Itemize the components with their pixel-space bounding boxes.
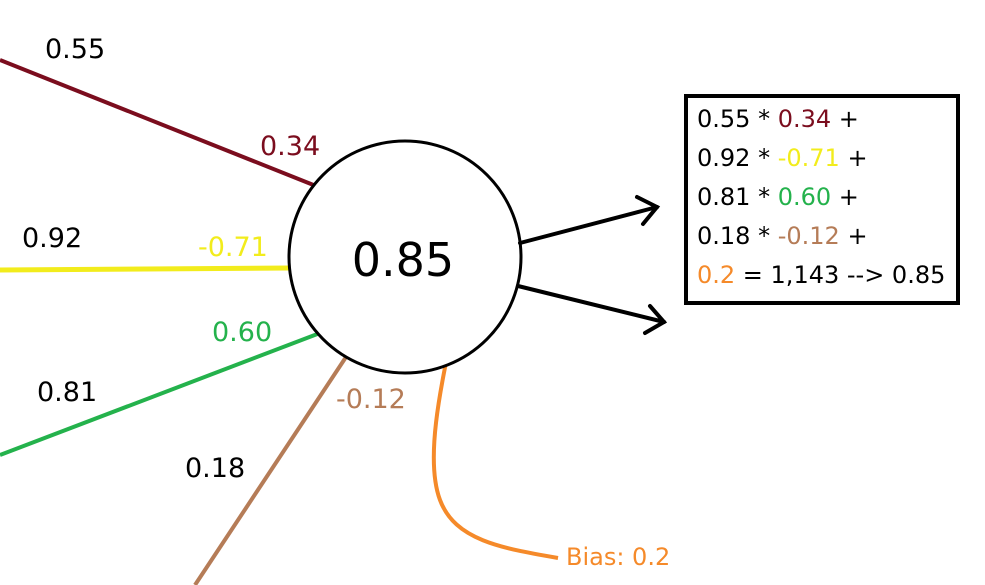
input-value-4: 0.18	[185, 453, 245, 484]
edge-input-3	[0, 331, 321, 457]
formula-line-2: 0.92 * -0.71 +	[697, 144, 868, 172]
input-value-1: 0.55	[45, 34, 105, 65]
bias-curve	[431, 323, 559, 560]
edge-input-2	[0, 265, 291, 273]
output-arrow-2	[516, 284, 668, 335]
weight-label-4: -0.12	[336, 384, 406, 415]
output-arrow-1	[518, 195, 661, 245]
formula-line-4: 0.18 * -0.12 +	[697, 222, 868, 250]
weight-label-1: 0.34	[260, 131, 320, 162]
input-value-3: 0.81	[37, 377, 97, 408]
edge-input-1	[0, 58, 317, 188]
edge-input-4	[193, 352, 350, 585]
formula-line-3: 0.81 * 0.60 +	[697, 183, 859, 211]
input-value-2: 0.92	[22, 223, 82, 254]
neuron-circle	[287, 139, 523, 375]
formula-box	[684, 94, 960, 305]
neuron-value: 0.85	[352, 233, 454, 287]
weight-label-2: -0.71	[198, 232, 268, 263]
bias-label: Bias: 0.2	[566, 543, 670, 571]
formula-line-5: 0.2 = 1,143 --> 0.85	[697, 261, 945, 289]
formula-line-1: 0.55 * 0.34 +	[697, 105, 859, 133]
weight-label-3: 0.60	[212, 317, 272, 348]
